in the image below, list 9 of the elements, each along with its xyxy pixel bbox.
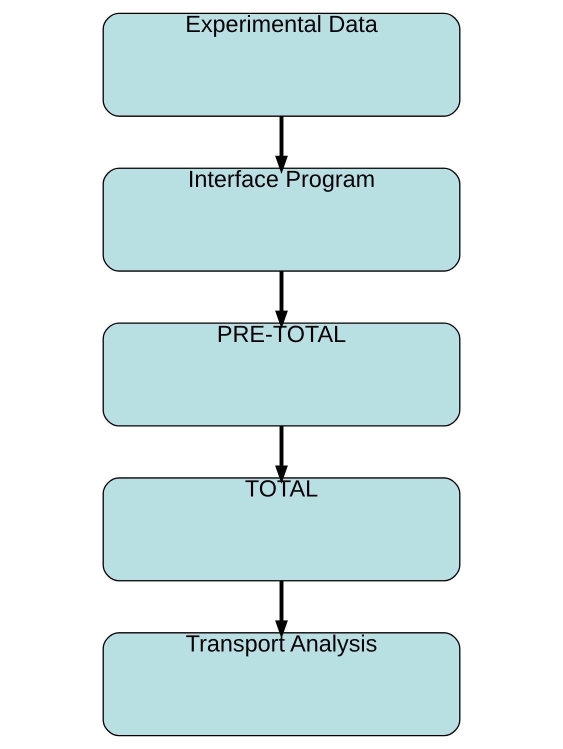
node-box: PRE-TOTAL: [102, 322, 460, 427]
arrow: [275, 426, 288, 484]
arrow: [275, 580, 288, 639]
node-box: Interface Program: [102, 168, 460, 272]
node-box: Transport Analysis: [102, 632, 460, 736]
node-box: Experimental Data: [102, 12, 460, 117]
arrow: [275, 271, 288, 329]
arrow: [275, 116, 288, 174]
node-box: TOTAL: [102, 477, 460, 582]
